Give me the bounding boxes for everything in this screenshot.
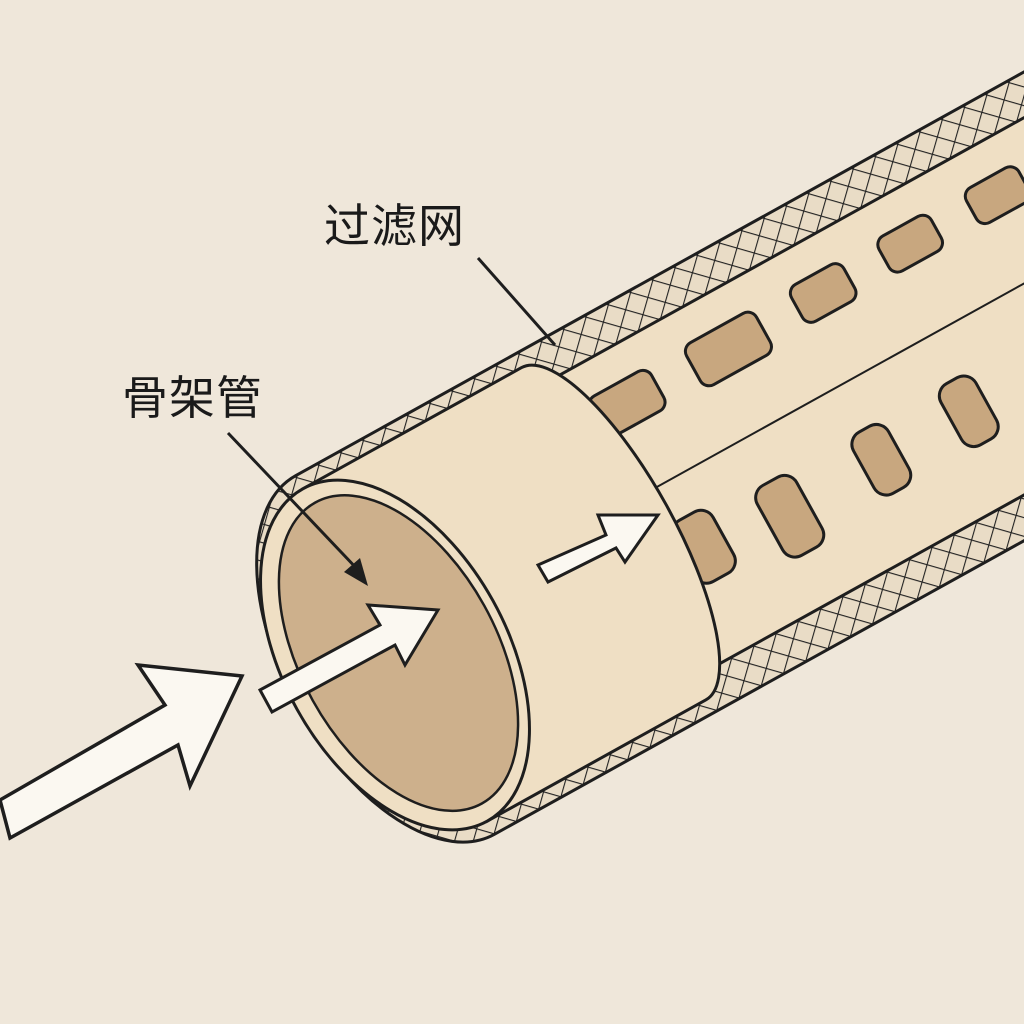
mesh-leader-line — [476, 257, 557, 346]
filter-mesh-label: 过滤网 — [324, 199, 465, 253]
pipe-leader-arrowhead-icon — [344, 558, 368, 586]
inflow-arrow-icon — [0, 662, 245, 841]
skeleton-pipe-label: 骨架管 — [122, 371, 263, 425]
axial-flow-arrow-icon — [535, 513, 661, 584]
inner-flow-arrow-icon — [257, 603, 441, 715]
pipe-collar — [300, 363, 722, 824]
pipe-leader-line — [226, 431, 362, 574]
